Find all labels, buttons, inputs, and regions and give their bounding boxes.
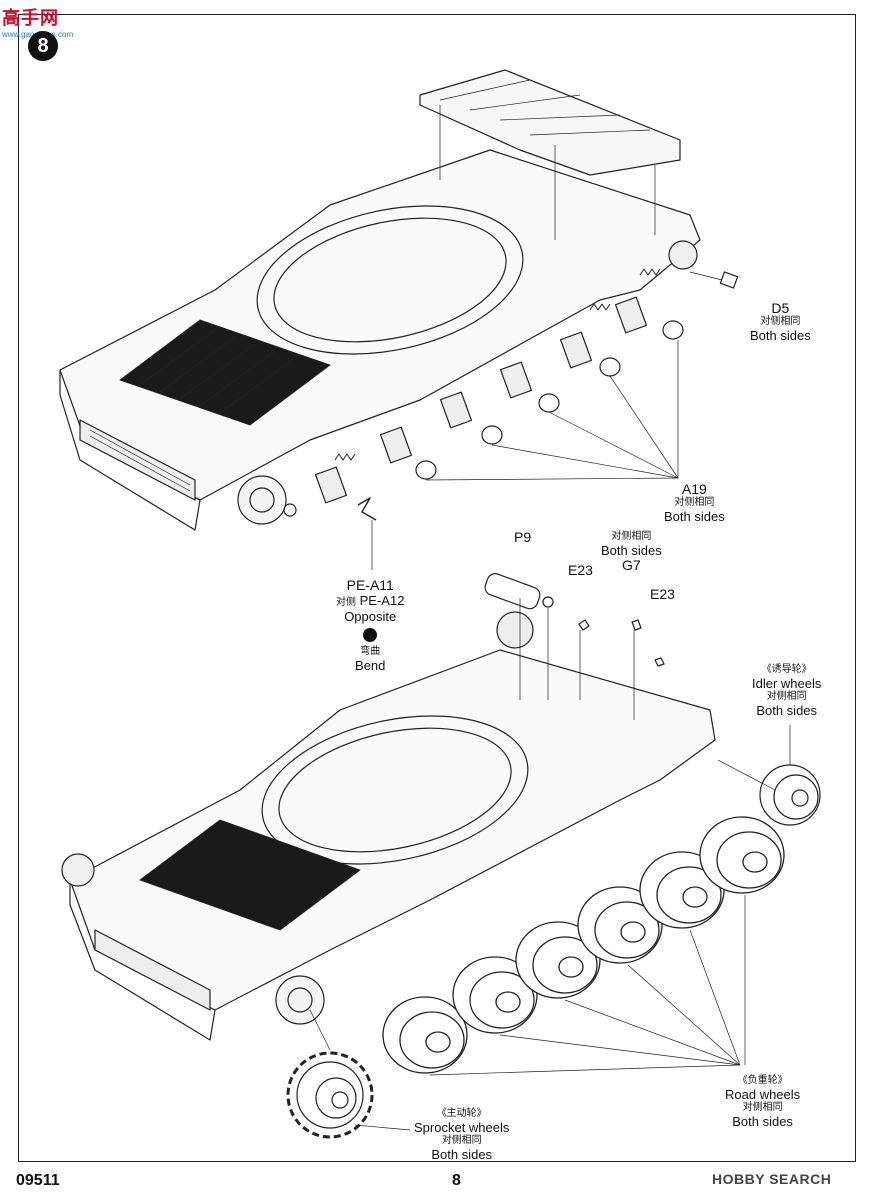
leader-lines [309, 105, 791, 1131]
callout-d5: D5 对侧相同 Both sides [750, 300, 811, 344]
callout-road-wheels: 《负重轮》 Road wheels 对侧相同 Both sides [725, 1075, 801, 1129]
callout-e23-right: E23 [650, 586, 675, 602]
engine-deck-panel [419, 69, 681, 176]
lower-hull-view [61, 573, 716, 1041]
callout-g7-note: 对侧相同 Both sides [601, 531, 662, 558]
sprocket-wheel [286, 1051, 374, 1139]
callout-g7: G7 [622, 557, 641, 573]
callout-sprocket-wheels: 《主动轮》 Sprocket wheels 对侧相同 Both sides [414, 1108, 510, 1162]
callout-e23-left: E23 [568, 562, 593, 578]
bend-icon [363, 628, 378, 642]
callout-idler-wheels: 《诱导轮》 Idler wheels 对侧相同 Both sides [752, 664, 822, 718]
hobby-search-logo: HOBBY SEARCH [712, 1171, 832, 1187]
upper-hull-view [59, 149, 739, 531]
kit-code: 09511 [16, 1172, 60, 1189]
page-number: 8 [452, 1172, 461, 1189]
callout-a19: A19 对侧相同 Both sides [664, 481, 725, 525]
idler-wheel [759, 764, 821, 826]
step-number-badge: 8 [28, 31, 58, 61]
callout-pe-a11: PE-A11 对侧 PE-A12 Opposite 弯曲 Bend [336, 577, 405, 674]
instruction-frame [18, 14, 856, 1162]
road-wheels [382, 816, 785, 1074]
callout-p9: P9 [514, 529, 532, 545]
